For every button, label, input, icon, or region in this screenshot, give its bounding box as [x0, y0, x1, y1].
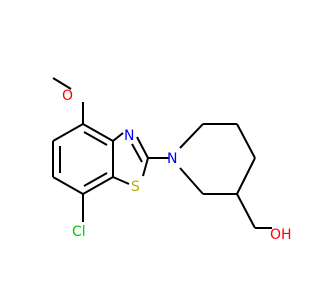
- atom-label-nitrogen: N: [124, 128, 134, 144]
- bond: [236, 193, 256, 229]
- bond: [82, 123, 114, 142]
- bonds: [52, 77, 272, 229]
- bond: [112, 176, 130, 185]
- bond: [83, 131, 108, 146]
- bond: [52, 176, 84, 195]
- atom-label-chlorine: Cl: [72, 224, 86, 240]
- atom-label-oxygen: O: [62, 88, 73, 104]
- bond: [179, 123, 204, 149]
- bond: [179, 167, 204, 195]
- molecule-structure: O N S N Cl OH: [52, 77, 292, 243]
- bond: [83, 172, 108, 187]
- bond: [52, 77, 72, 90]
- bond: [236, 123, 256, 159]
- bond: [236, 157, 256, 195]
- bond: [112, 132, 124, 142]
- atom-label-nitrogen: N: [167, 151, 177, 167]
- bond: [136, 136, 149, 159]
- bond: [131, 143, 143, 163]
- atom-label-hydroxyl: OH: [270, 227, 292, 243]
- bond: [142, 157, 149, 177]
- bond: [52, 123, 84, 142]
- atom-labels: O N S N Cl OH: [62, 88, 292, 243]
- atom-label-sulfur: S: [131, 179, 140, 195]
- bond: [82, 176, 114, 195]
